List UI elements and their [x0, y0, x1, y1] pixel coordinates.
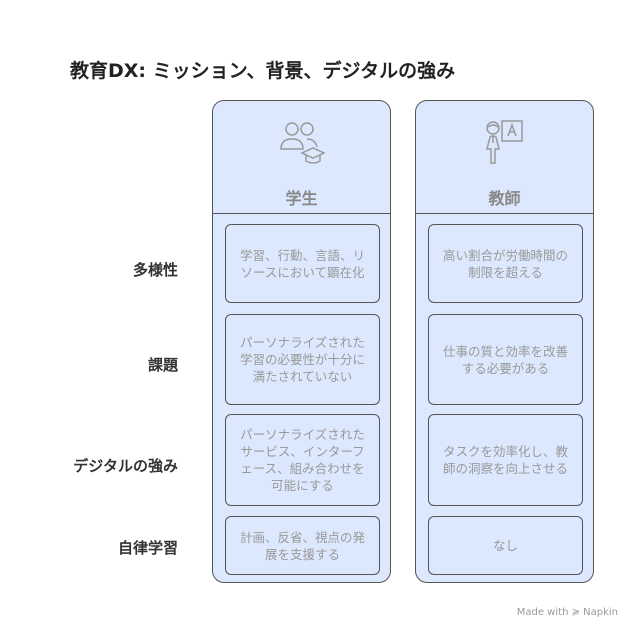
cell-teachers-self-directed: なし: [428, 516, 583, 575]
cell-teachers-diversity: 高い割合が労働時間の制限を超える: [428, 224, 583, 303]
row-label-challenges: 課題: [147, 356, 178, 374]
cell-students-digital-strengths: パーソナライズされたサービス、インターフェース、組み合わせを可能にする: [225, 414, 380, 506]
napkin-watermark: Made with ≽ Napkin: [516, 607, 618, 618]
cell-teachers-digital-strengths: タスクを効率化し、教師の洞察を向上させる: [428, 414, 583, 506]
column-teachers: 教師 高い割合が労働時間の制限を超える 仕事の質と効率を改善する必要がある タス…: [415, 100, 594, 583]
column-header-label: 教師: [488, 189, 521, 208]
column-header: 学生: [213, 101, 390, 214]
row-label-digital-strengths: デジタルの強み: [73, 457, 178, 475]
column-students: 学生 学習、行動、言語、リソースにおいて顕在化 パーソナライズされた学習の必要性…: [212, 100, 391, 583]
column-header: 教師: [416, 101, 593, 214]
diagram-title: 教育DX: ミッション、背景、デジタルの強み: [70, 60, 456, 82]
row-label-diversity: 多様性: [132, 261, 178, 279]
cell-students-self-directed: 計画、反省、視点の発展を支援する: [225, 516, 380, 575]
cell-students-challenges: パーソナライズされた学習の必要性が十分に満たされていない: [225, 314, 380, 405]
teacher-board-icon: [486, 120, 523, 164]
column-header-label: 学生: [285, 189, 318, 208]
students-graduation-cap-icon: [280, 122, 325, 164]
cell-students-diversity: 学習、行動、言語、リソースにおいて顕在化: [225, 224, 380, 303]
cell-teachers-challenges: 仕事の質と効率を改善する必要がある: [428, 314, 583, 405]
row-label-self-directed-learning: 自律学習: [117, 539, 178, 557]
